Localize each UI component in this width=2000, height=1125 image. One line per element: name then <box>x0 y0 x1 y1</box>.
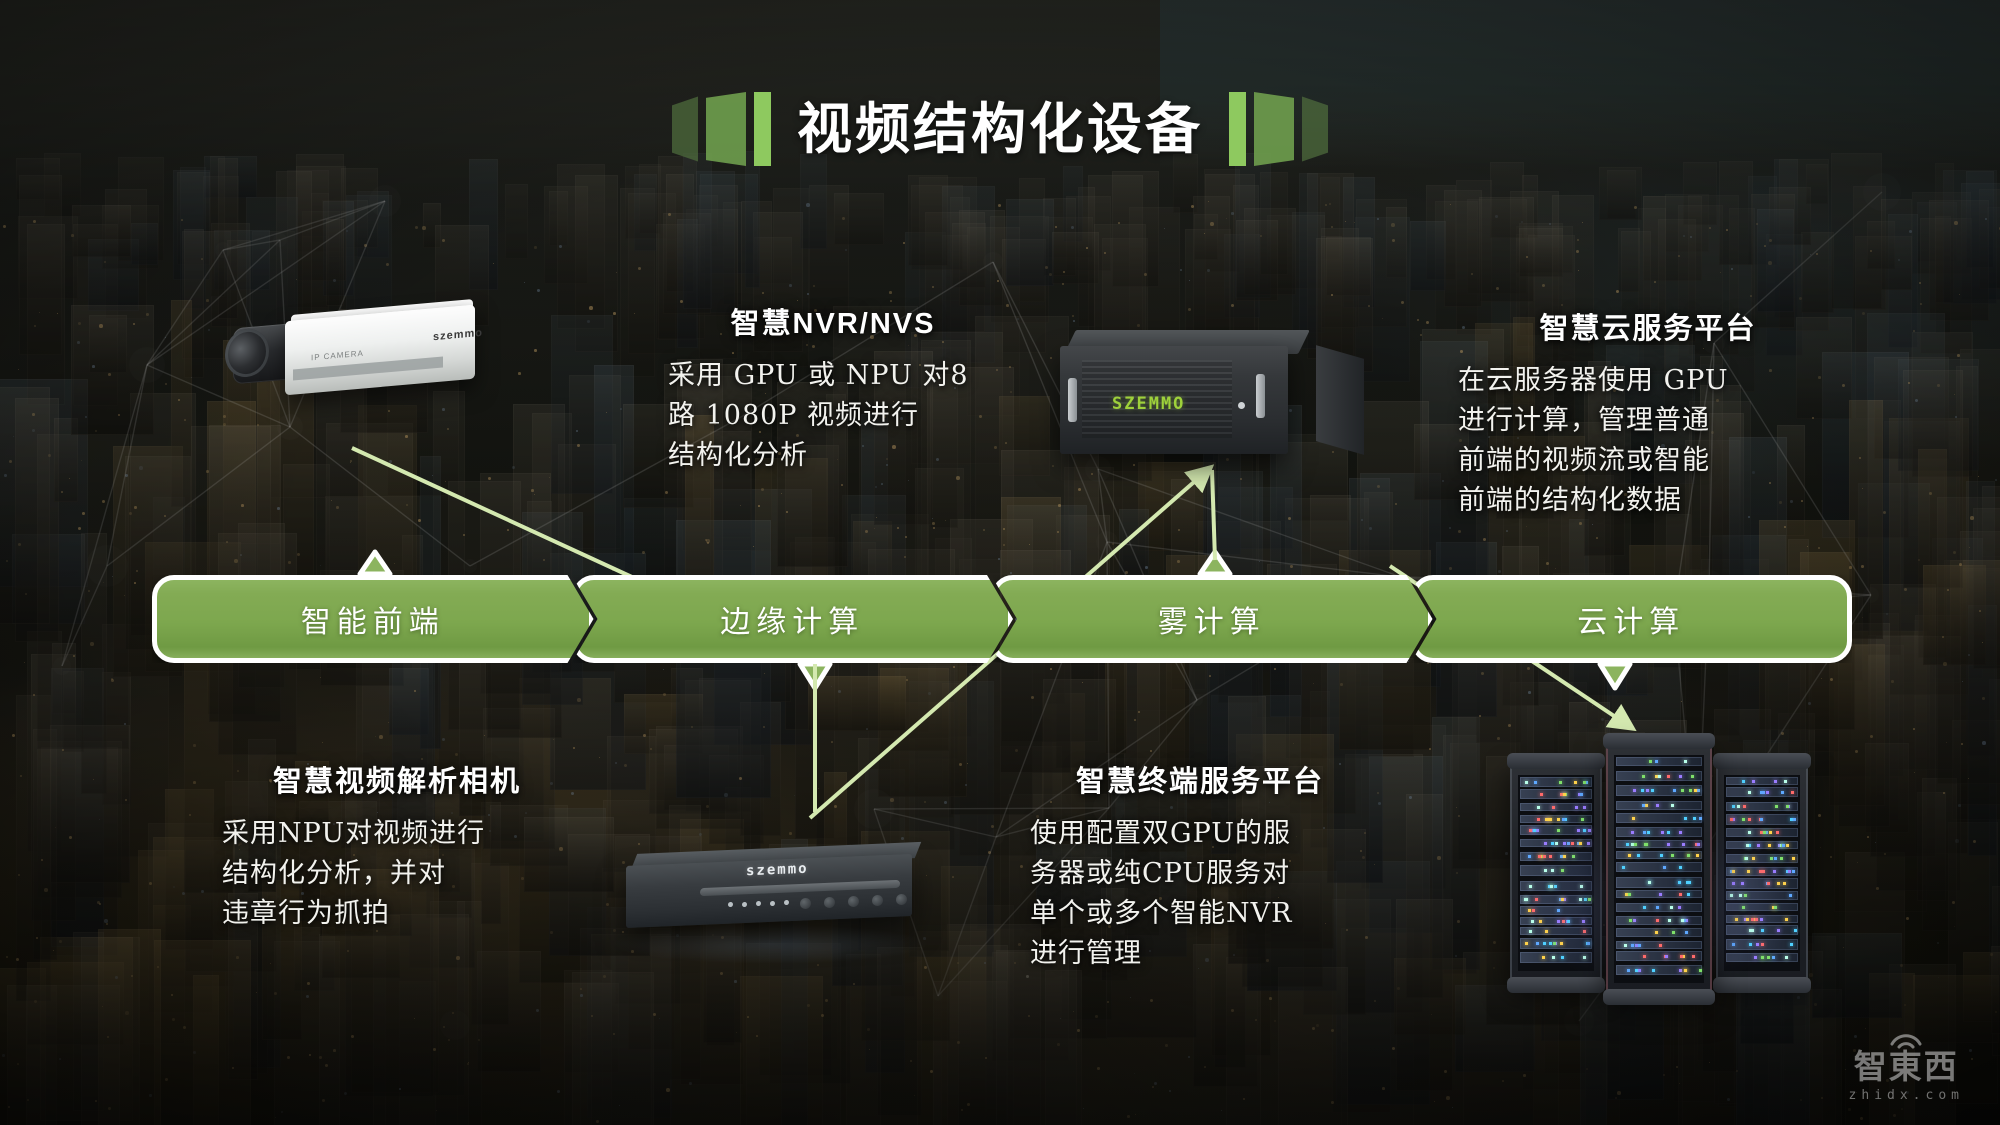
pipeline-chevron-bar: 智能前端 边缘计算 雾计算 云计算 <box>152 575 1852 663</box>
callout-smart-nvr-heading: 智慧NVR/NVS <box>730 308 936 340</box>
pipeline-stage-4-label: 云计算 <box>1577 605 1686 640</box>
title-chevron-bar-4 <box>1229 92 1246 166</box>
callout-smart-terminal-platform-heading: 智慧终端服务平台 <box>1075 766 1324 798</box>
nvr-brand: szemmo <box>746 860 809 880</box>
watermark: 智東西 zhidx.com <box>1849 1033 1964 1103</box>
title-decoration-right <box>1225 92 1332 166</box>
pipeline-stage-3-label: 雾计算 <box>1157 605 1266 640</box>
rack-server-brand: SZEMMO <box>1112 394 1186 414</box>
title-decoration-left <box>668 92 775 166</box>
page-title: 视频结构化设备 <box>796 97 1203 160</box>
callout-smart-terminal-platform-body: 使用配置双GPU的服 务器或纯CPU服务对 单个或多个智能NVR 进行管理 <box>1030 818 1293 969</box>
callout-smart-cloud-platform: 智慧云服务平台 在云服务器使用 GPU 进行计算，管理普通 前端的视频流或智能 … <box>1458 305 1838 521</box>
watermark-domain: zhidx.com <box>1848 1088 1964 1103</box>
pipeline-stage-3-shape <box>991 575 1433 663</box>
title-chevron-bar-6 <box>1302 96 1328 162</box>
callout-smart-cloud-platform-body: 在云服务器使用 GPU 进行计算，管理普通 前端的视频流或智能 前端的结构化数据 <box>1458 365 1729 516</box>
wifi-icon <box>1890 1034 1922 1049</box>
pipeline-stage-1-label: 智能前端 <box>300 605 445 640</box>
device-server-racks <box>1500 733 1820 1005</box>
watermark-logo-text: 智東西 <box>1853 1048 1959 1085</box>
pipeline-stage-fog-computing[interactable]: 雾计算 <box>991 575 1433 663</box>
pipeline-stage-2-shape <box>572 575 1014 663</box>
callout-smart-terminal-platform: 智慧终端服务平台 使用配置双GPU的服 务器或纯CPU服务对 单个或多个智能NV… <box>1030 758 1370 974</box>
pipeline-stage-cloud-computing[interactable]: 云计算 <box>1410 575 1852 663</box>
title-chevron-bar-5 <box>1254 92 1294 166</box>
title-chevron-bar-2 <box>705 92 746 166</box>
callout-smart-nvr: 智慧NVR/NVS 采用 GPU 或 NPU 对8 路 1080P 视频进行 结… <box>668 300 998 476</box>
callout-smart-video-camera-heading: 智慧视频解析相机 <box>272 766 521 798</box>
pipeline-stage-edge-computing[interactable]: 边缘计算 <box>572 575 1014 663</box>
title-chevron-bar-3 <box>753 92 771 166</box>
callout-smart-nvr-body: 采用 GPU 或 NPU 对8 路 1080P 视频进行 结构化分析 <box>668 360 969 471</box>
callout-smart-video-camera-body: 采用NPU对视频进行 结构化分析，并对 违章行为抓拍 <box>222 818 486 929</box>
device-nvr-recorder: szemmo <box>600 840 960 964</box>
pipeline-stage-1-shape <box>152 575 594 663</box>
callout-smart-cloud-platform-heading: 智慧云服务平台 <box>1539 313 1757 345</box>
device-rack-server-chassis: SZEMMO <box>1060 330 1364 470</box>
slide-title-block: 视频结构化设备 <box>0 92 2000 166</box>
callout-smart-video-camera: 智慧视频解析相机 采用NPU对视频进行 结构化分析，并对 违章行为抓拍 <box>222 758 572 934</box>
pipeline-stage-intelligent-frontend[interactable]: 智能前端 <box>152 575 594 663</box>
device-ip-camera: szemmo IP CAMERA <box>225 299 495 415</box>
pipeline-stage-2-label: 边缘计算 <box>720 605 865 640</box>
title-chevron-bar-1 <box>671 96 698 162</box>
